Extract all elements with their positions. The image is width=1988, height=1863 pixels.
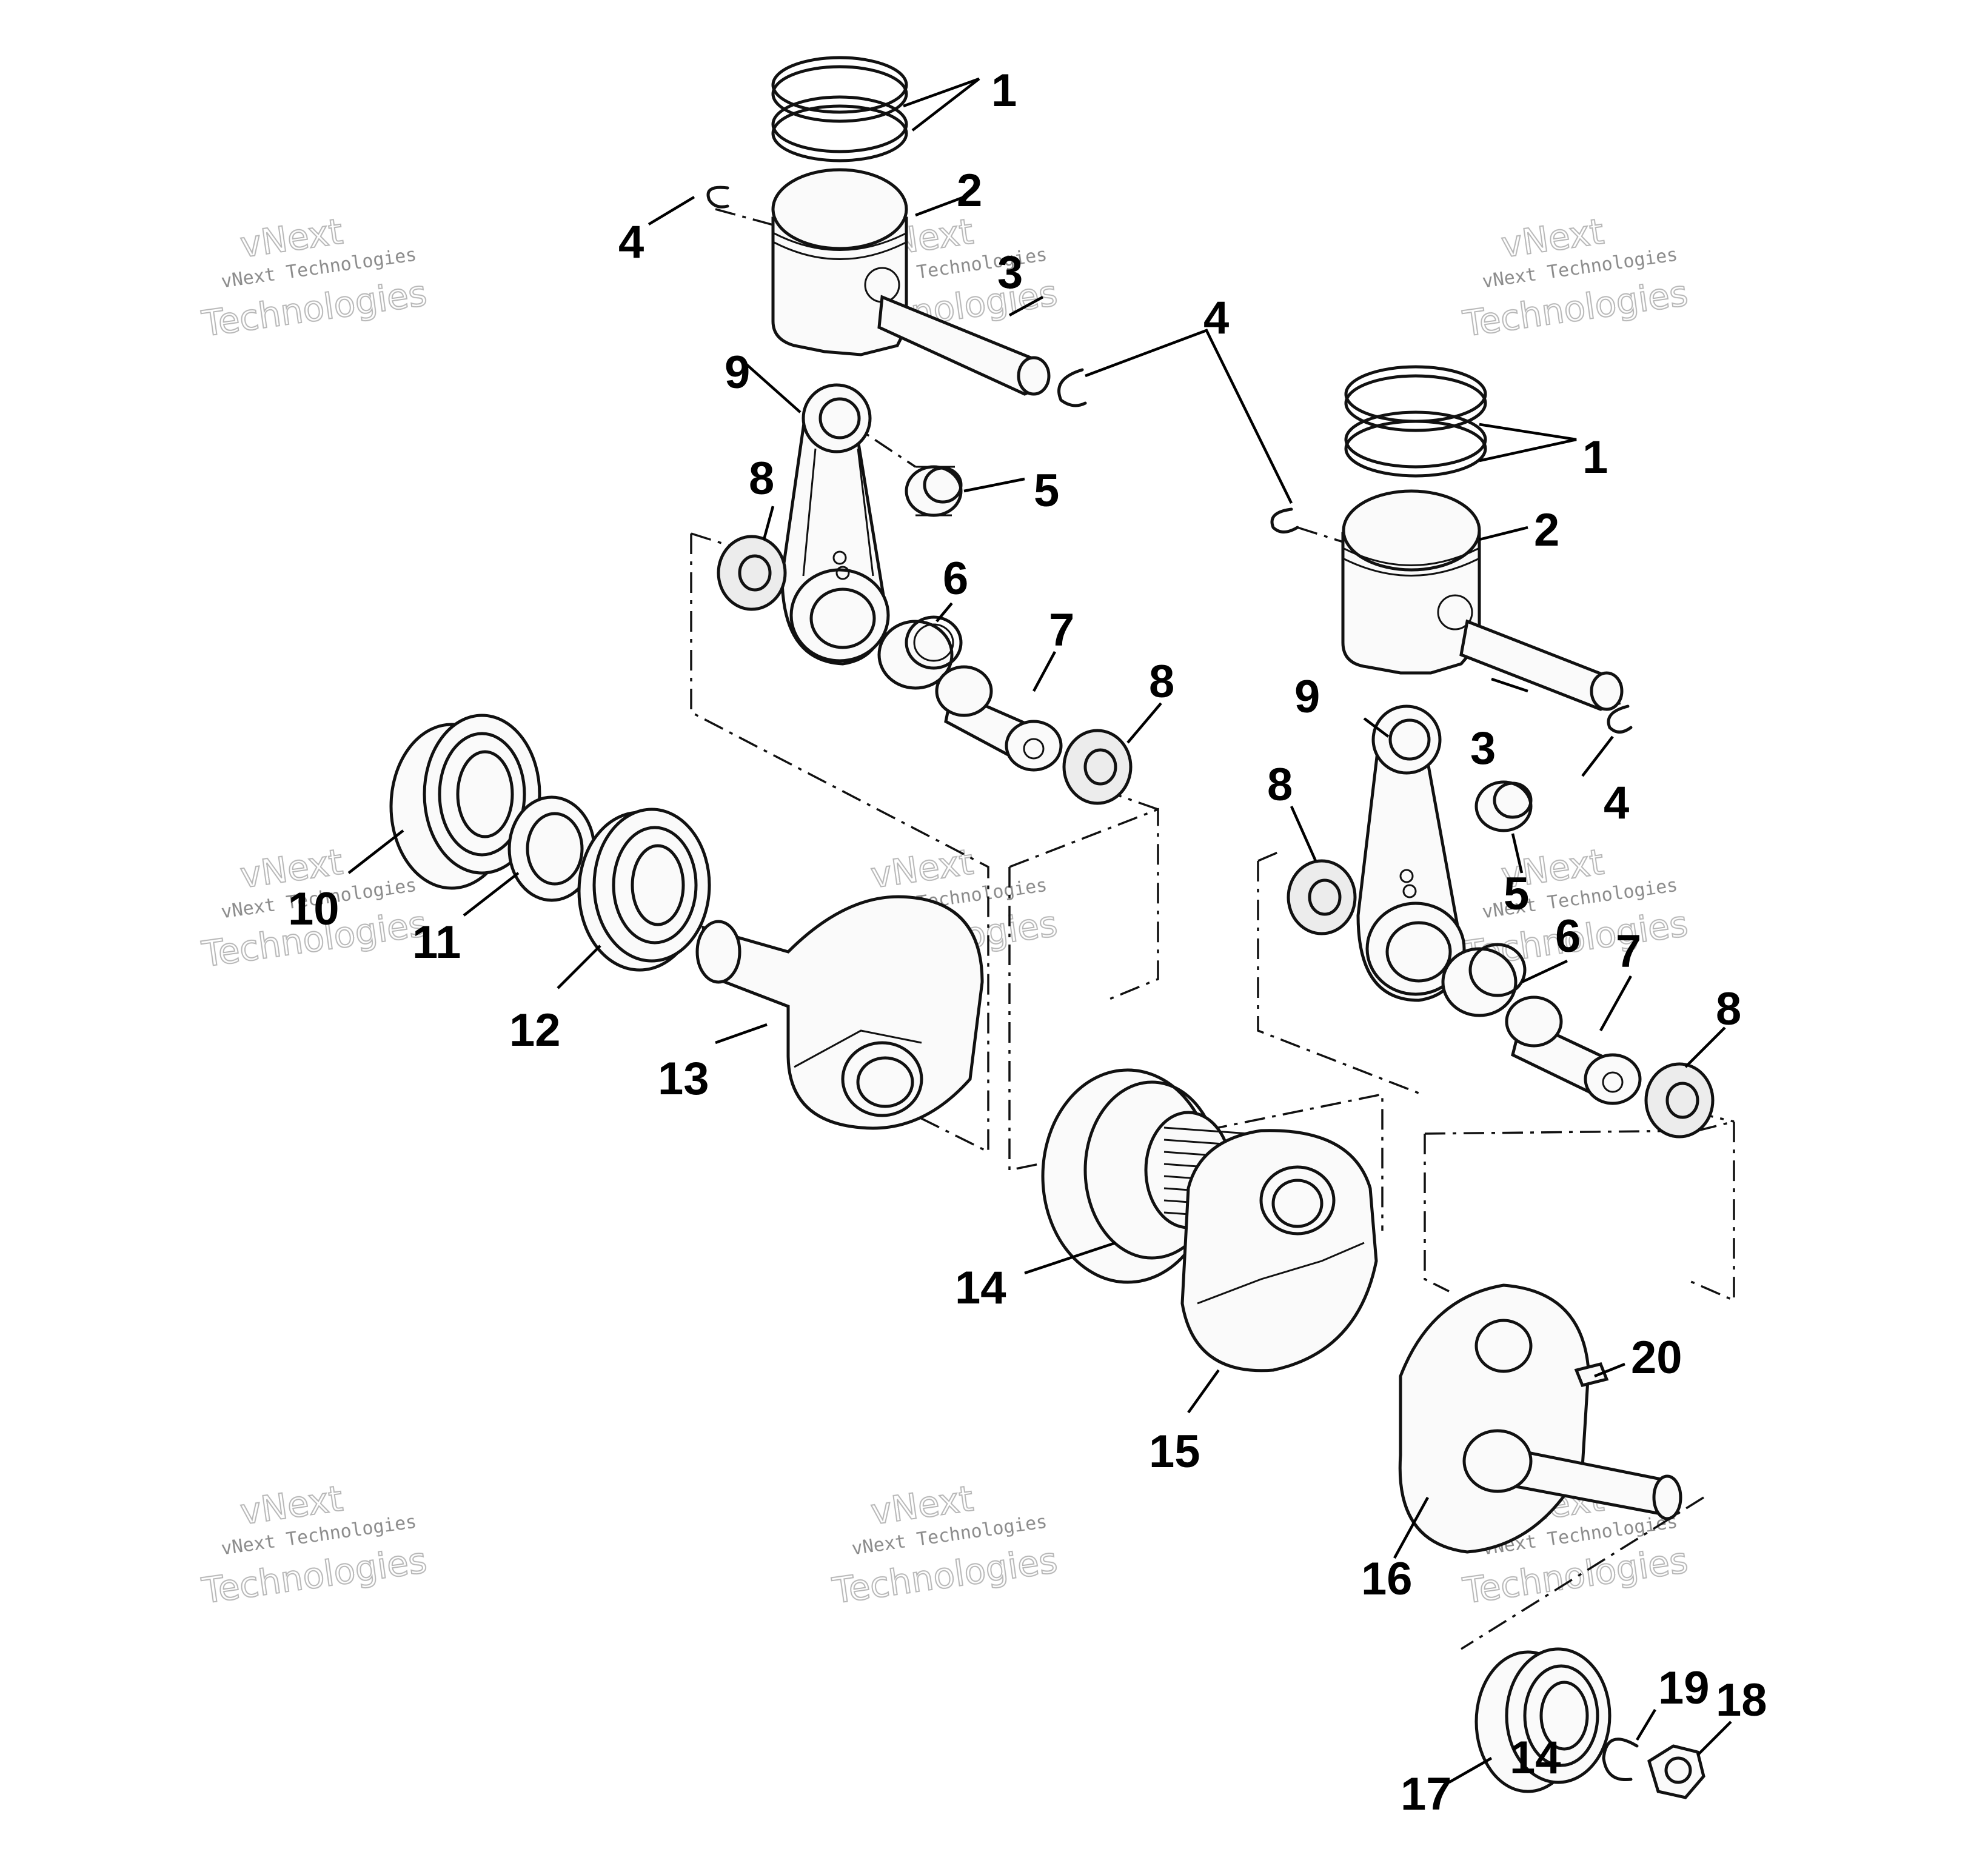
callout-5-right: 5 [1504,868,1529,920]
crank-web-15 [1180,1129,1378,1373]
callout-18: 18 [1716,1674,1767,1726]
callout-19: 19 [1658,1662,1710,1714]
callout-16: 16 [1361,1553,1413,1605]
thrust-washer-8-left-b [1062,729,1133,805]
callout-3-right: 3 [1470,723,1496,774]
needle-bearing-small-left [905,465,963,517]
callout-labels: 1 2 3 4 4 9 8 5 6 7 8 1 2 9 3 4 8 5 6 7 … [288,65,1767,1820]
callout-2-right: 2 [1534,504,1559,556]
callout-8-left-bottom: 8 [1149,656,1174,707]
callout-3-top: 3 [997,247,1023,298]
circlip-4-right [1270,507,1299,533]
piston-pin-left [877,295,1051,396]
thrust-washer-8-left-a [717,535,787,611]
leader-lines [347,77,1732,1784]
crank-half-16 [1398,1283,1682,1554]
needle-bearing-small-right [1474,780,1533,832]
callout-9-right: 9 [1294,671,1320,723]
callout-13: 13 [658,1053,709,1105]
circlip-4-top [706,186,729,209]
callout-14-center: 14 [955,1262,1006,1314]
callout-1-right: 1 [1582,432,1608,483]
piston-right [1341,489,1481,675]
bearing-12 [577,808,711,972]
callout-10: 10 [288,883,340,935]
callout-8-right-top: 8 [1267,759,1293,811]
piston-rings-left [771,56,908,162]
callout-11: 11 [412,917,461,968]
callout-8-right-bottom: 8 [1716,983,1741,1035]
needle-bearing-large-right [1441,943,1527,1017]
thrust-washer-8-right-b [1644,1062,1715,1139]
needle-bearing-large-left [877,615,963,690]
circlip-4-mid [1057,368,1087,407]
callout-4-center: 4 [1203,292,1229,344]
callout-2-top: 2 [957,165,982,216]
piston-left [771,168,908,356]
callout-6-right: 6 [1555,911,1581,962]
circlip-4-right-b [1607,704,1633,734]
piston-pin-right [1459,619,1624,711]
callout-17: 17 [1401,1768,1452,1820]
crank-pin-right [1505,995,1642,1105]
callout-14-bottom: 14 [1510,1732,1561,1784]
callout-7-right: 7 [1616,926,1641,977]
callout-15: 15 [1149,1426,1200,1477]
callout-4-right: 4 [1604,777,1629,829]
connecting-rod-left [780,383,890,666]
woodruff-key-20 [1574,1362,1609,1387]
callout-20: 20 [1631,1332,1682,1383]
callout-5-left: 5 [1034,465,1059,517]
callout-9-left: 9 [725,347,750,398]
callout-8-left-top: 8 [749,453,774,504]
crank-pin-left [935,665,1063,772]
nut-18 [1647,1744,1705,1799]
callout-1-top: 1 [991,65,1017,116]
washer-19 [1602,1738,1639,1782]
crank-half-13 [695,895,984,1130]
assembly-dash-lines [690,208,1735,1650]
callout-4-left: 4 [618,216,644,268]
callout-7-left: 7 [1049,604,1074,656]
bearing-17 [1474,1647,1611,1793]
callout-12: 12 [509,1005,561,1056]
callout-6-left: 6 [943,553,968,604]
connecting-rod-right [1356,704,1466,1002]
thrust-washer-8-right-a [1287,859,1357,935]
piston-rings-right [1344,365,1487,478]
